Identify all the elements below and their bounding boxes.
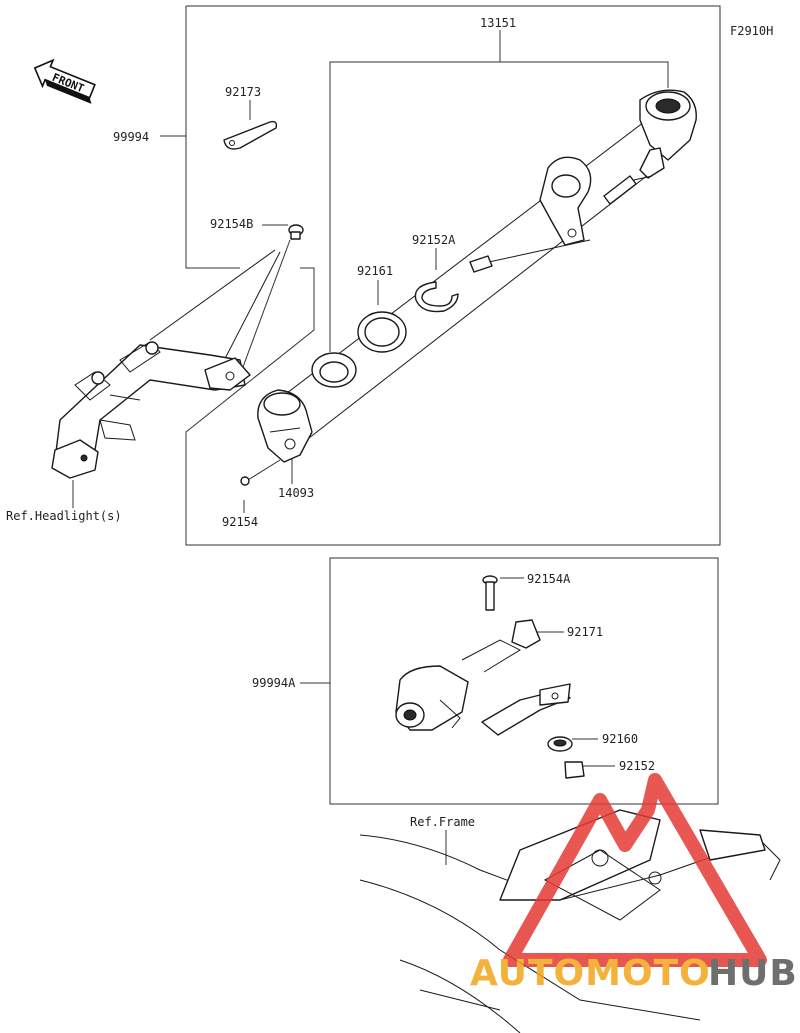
callout-99994: 99994 — [113, 130, 149, 144]
front-arrow-icon: FRONT — [33, 58, 96, 104]
callout-14093: 14093 — [278, 486, 314, 500]
key-lock-cylinder — [395, 639, 522, 731]
part-92160-washer — [547, 736, 573, 752]
lower-group-frame — [300, 557, 719, 805]
part-92154A-bolt — [482, 575, 498, 611]
part-92154-screw — [240, 476, 250, 486]
nut-ring — [311, 352, 357, 388]
part-14093-housing — [257, 389, 313, 463]
callout-92173: 92173 — [225, 85, 261, 99]
part-92152-collar — [564, 761, 585, 779]
watermark-word-hub: HUB — [708, 953, 798, 994]
part-92152A-clip — [469, 255, 493, 273]
part-92154B-bolt — [288, 224, 304, 240]
callout-99994A: 99994A — [252, 676, 296, 690]
callout-92154: 92154 — [222, 515, 258, 529]
watermark-logo: AUTOMOTO HUB — [470, 773, 798, 994]
upper-clamp — [539, 156, 592, 246]
ref-frame-label: Ref.Frame — [410, 815, 475, 829]
callout-92161: 92161 — [357, 264, 393, 278]
snap-ring — [414, 281, 459, 313]
leader-lines — [72, 100, 615, 865]
callout-92160: 92160 — [602, 732, 638, 746]
callout-92154B: 92154B — [210, 217, 253, 231]
ref-headlight-label: Ref.Headlight(s) — [6, 509, 122, 523]
watermark-triangle-icon — [503, 773, 767, 967]
callout-92171: 92171 — [567, 625, 603, 639]
part-92161-ring — [357, 311, 407, 353]
assembly-13151-frame — [329, 30, 669, 352]
headlight-bracket — [51, 341, 251, 479]
upper-group-frame — [160, 5, 721, 546]
callout-92154A: 92154A — [527, 572, 571, 586]
part-92173-plate — [223, 120, 278, 150]
callout-92152A: 92152A — [412, 233, 456, 247]
figure-code: F2910H — [730, 24, 773, 38]
watermark-word-automoto: AUTOMOTO — [470, 953, 711, 994]
callout-92152: 92152 — [619, 759, 655, 773]
callout-13151: 13151 — [480, 16, 516, 30]
ignition-switch-13151 — [603, 89, 697, 205]
part-92171-bracket — [511, 619, 541, 649]
lower-mount-plate — [481, 683, 571, 736]
